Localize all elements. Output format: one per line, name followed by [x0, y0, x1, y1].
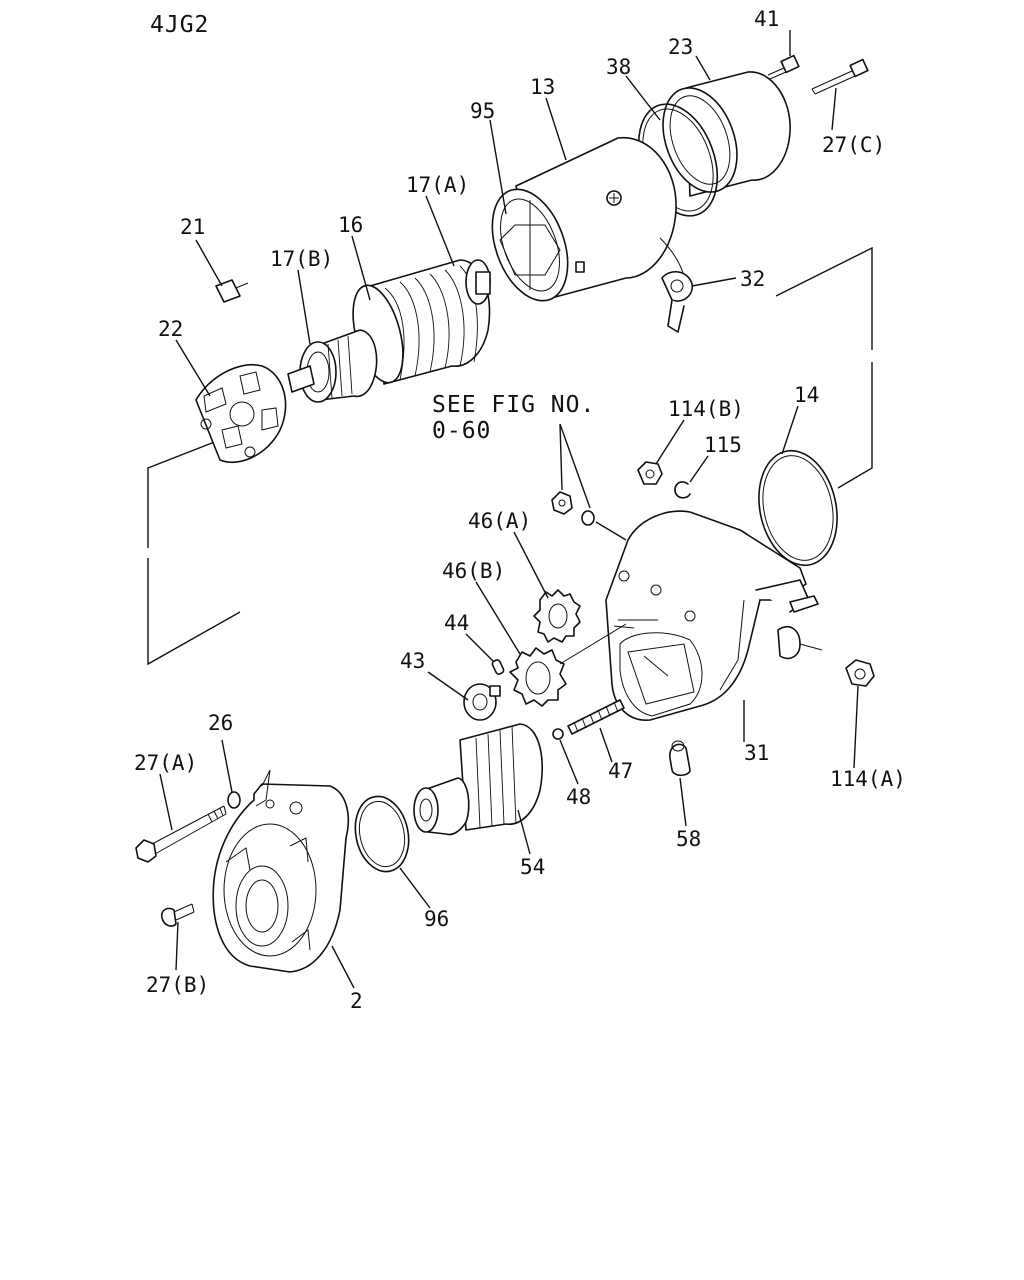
part-14-o-ring — [758, 449, 838, 567]
callout-38: 38 — [606, 55, 631, 79]
part-46b-gear — [509, 623, 627, 707]
callout-17b: 17(B) — [270, 247, 333, 271]
callout-54: 54 — [520, 855, 545, 879]
callout-32: 32 — [740, 267, 765, 291]
model-code-title: 4JG2 — [150, 12, 209, 38]
callout-114b: 114(B) — [668, 397, 744, 421]
fig-0-60-nut-washer — [551, 423, 595, 526]
part-96-o-ring-inner — [358, 800, 406, 868]
callout-47: 47 — [608, 759, 633, 783]
callout-27b: 27(B) — [146, 973, 209, 997]
reference-note-line2: 0-60 — [432, 418, 491, 444]
part-47-spring — [567, 699, 625, 735]
part-96-o-ring — [354, 795, 410, 873]
callout-14: 14 — [794, 383, 819, 407]
callout-21: 21 — [180, 215, 205, 239]
part-13-yoke — [491, 137, 685, 302]
callout-96: 96 — [424, 907, 449, 931]
callout-43: 43 — [400, 649, 425, 673]
part-48-ball — [552, 728, 564, 740]
callout-115: 115 — [704, 433, 742, 457]
callout-27a: 27(A) — [134, 751, 197, 775]
callout-27c: 27(C) — [822, 133, 885, 157]
callout-23: 23 — [668, 35, 693, 59]
part-46a-gear — [533, 589, 581, 643]
callout-22: 22 — [158, 317, 183, 341]
part-31-housing — [605, 510, 823, 721]
part-14-o-ring-inner — [762, 455, 834, 561]
callout-58: 58 — [676, 827, 701, 851]
callout-46a: 46(A) — [468, 509, 531, 533]
callout-13: 13 — [530, 75, 555, 99]
part-27a-bolt — [135, 805, 227, 863]
part-115-snap-ring — [674, 481, 691, 499]
part-26-washer — [227, 791, 241, 809]
part-58-plug — [669, 740, 691, 777]
callout-95: 95 — [470, 99, 495, 123]
grouping-outline-left — [147, 431, 241, 666]
part-43-retainer — [463, 683, 501, 721]
part-17b-commutator — [287, 329, 378, 403]
callout-2: 2 — [350, 989, 363, 1013]
grouping-outline-right — [775, 246, 873, 489]
part-41-bolt — [767, 54, 800, 80]
callout-31: 31 — [744, 741, 769, 765]
part-27c-long-bolt — [811, 58, 869, 95]
callout-44: 44 — [444, 611, 469, 635]
part-22-brush-holder — [195, 364, 287, 464]
callout-16: 16 — [338, 213, 363, 237]
callout-114a: 114(A) — [830, 767, 906, 791]
part-54-pinion-clutch — [413, 723, 543, 836]
part-27b-screw — [160, 903, 195, 927]
callout-46b: 46(B) — [442, 559, 505, 583]
part-16-armature — [352, 259, 491, 385]
part-114b-nut — [637, 461, 663, 485]
callout-41: 41 — [754, 7, 779, 31]
leader-lines — [159, 30, 859, 989]
callout-17a: 17(A) — [406, 173, 469, 197]
callout-26: 26 — [208, 711, 233, 735]
part-2-front-housing — [212, 769, 350, 973]
part-32-lead-terminal — [661, 271, 693, 333]
part-114a-nut — [845, 659, 875, 687]
part-44-pin — [491, 659, 505, 675]
callout-48: 48 — [566, 785, 591, 809]
reference-note-line1: SEE FIG NO. — [432, 392, 595, 418]
